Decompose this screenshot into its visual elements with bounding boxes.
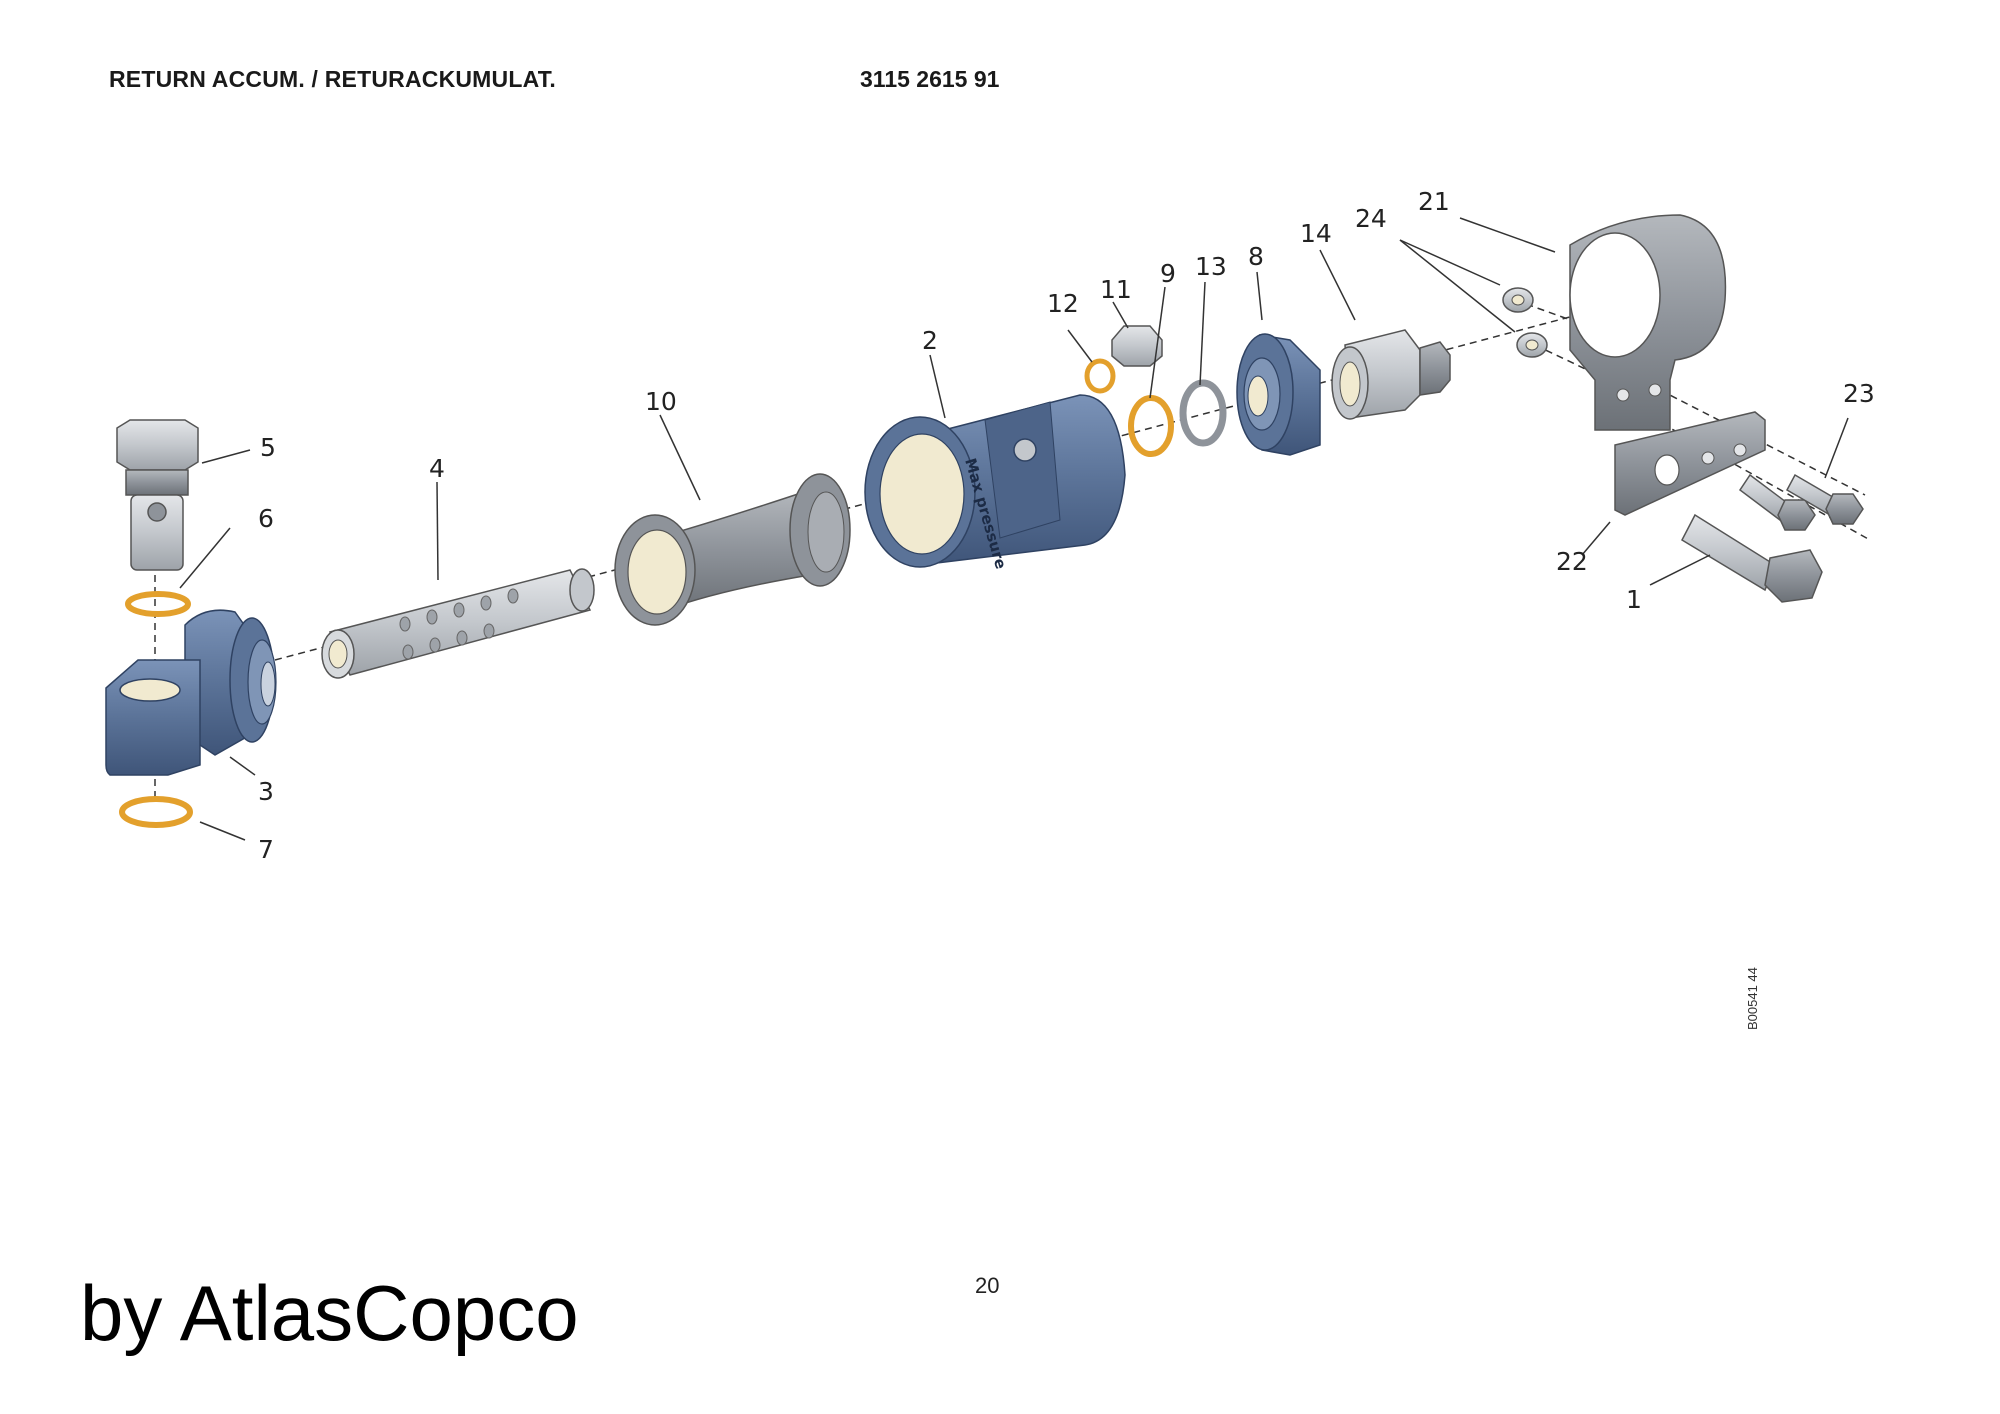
part-8-flange [1236,333,1321,456]
part-13-washer [1179,379,1227,447]
part-2-housing: Max pressure [864,394,1126,571]
callout-21: 21 [1418,187,1450,216]
part-7-seal-ring [119,796,193,828]
part-9-o-ring [1128,395,1174,457]
leader-lines [179,217,1849,841]
callout-10: 10 [645,387,677,416]
part-23-bolts [1738,473,1864,531]
part-12-seal-ring [1084,358,1116,394]
brand-footer: by AtlasCopco [80,1269,579,1357]
part-number: 3115 2615 91 [860,66,1000,92]
part-6-seal-ring [125,591,191,617]
callout-14: 14 [1300,219,1332,248]
part-21-clamp [1569,214,1727,431]
callout-3: 3 [258,777,274,806]
part-1-bolt [1681,513,1823,603]
part-3-banjo-fitting [105,609,277,776]
page-title: RETURN ACCUM. / RETURACKUMULAT. [109,66,556,92]
callout-13: 13 [1195,252,1227,281]
page-number: 20 [975,1273,1000,1298]
part-11-plug [1111,325,1163,367]
callout-4: 4 [429,454,445,483]
callout-22: 22 [1556,547,1588,576]
part-5-banjo-bolt [116,419,199,571]
drawing-code: B00541 44 [1745,967,1760,1030]
part-14-valve [1331,329,1451,420]
callout-12: 12 [1047,289,1079,318]
callout-2: 2 [922,326,938,355]
callout-9: 9 [1160,259,1176,288]
part-24-nuts [1502,287,1548,358]
callout-7: 7 [258,835,274,864]
callout-numbers: 5 6 3 7 4 10 2 12 11 9 13 8 14 24 21 23 … [258,187,1875,864]
part-22-bracket-plate [1614,411,1766,516]
part-10-bladder [614,473,851,626]
callout-1: 1 [1626,585,1642,614]
callout-6: 6 [258,504,274,533]
callout-24: 24 [1355,204,1387,233]
callout-11: 11 [1100,275,1132,304]
callout-23: 23 [1843,379,1875,408]
callout-8: 8 [1248,242,1264,271]
callout-5: 5 [260,433,276,462]
part-4-perforated-tube [321,568,595,679]
